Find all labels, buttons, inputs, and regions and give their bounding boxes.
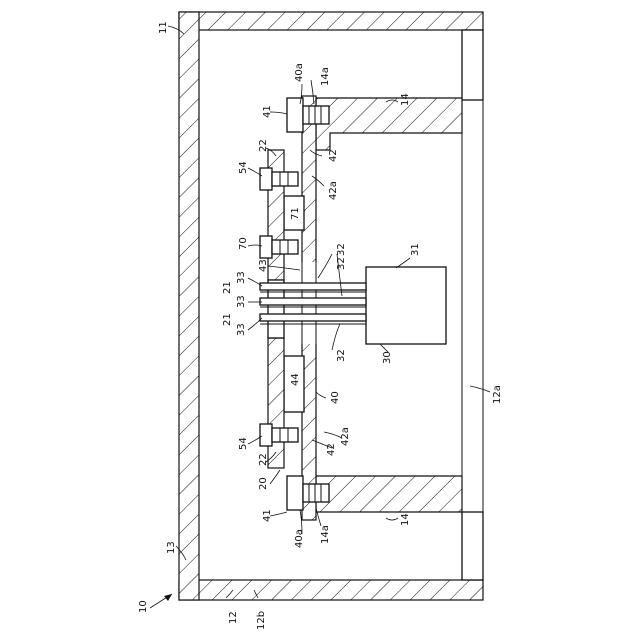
screw-head-bottom [287,476,303,510]
board-20 [268,150,284,468]
label-32-b: 32 [336,257,347,270]
label-33-b: 33 [236,295,247,308]
label-14a-top: 14a [320,67,331,86]
housing-bottom-wall [179,580,483,600]
screw70-shank [272,240,298,254]
label-20: 20 [258,477,269,490]
label-71: 71 [290,207,301,220]
label-42-bottom: 42 [326,443,337,456]
label-12b: 12b [256,611,267,630]
lead-1 [260,283,366,290]
label-54-bottom: 54 [238,437,249,450]
screw54-bottom-head [260,424,272,446]
label-33-a: 33 [236,271,247,284]
component-30 [260,267,446,344]
arrow-10 [150,594,172,608]
label-14-top: 14 [400,93,411,106]
label-40a-bottom: 40a [294,529,305,548]
component-body [366,267,446,344]
housing-right-wall-top [462,30,483,100]
label-14-bottom: 14 [400,513,411,526]
label-70: 70 [238,237,249,250]
label-44: 44 [290,373,301,386]
label-42-top: 42 [328,149,339,162]
label-42a-bottom: 42a [340,427,351,446]
housing-left-wall [179,12,199,600]
label-43: 43 [258,259,269,272]
bracket-40 [284,96,317,520]
label-40a-top: 40a [294,63,305,82]
screw54-top-head [260,168,272,190]
label-21-a: 21 [222,281,233,294]
label-22-top: 22 [258,139,269,152]
label-40: 40 [330,391,341,404]
rib-top [316,98,462,150]
label-42a-top: 42a [328,181,339,200]
housing-top-wall [179,12,483,30]
label-12a: 12a [492,385,503,404]
rib-bottom [316,476,462,512]
label-54-top: 54 [238,161,249,174]
label-32-a: 32 [336,243,347,256]
screw-shank-top [303,106,329,124]
label-32-c: 32 [336,349,347,362]
label-14a-bottom: 14a [320,525,331,544]
label-12: 12 [228,611,239,624]
screw-shank-bottom [303,484,329,502]
label-41-top: 41 [262,105,273,118]
label-41-bottom: 41 [262,509,273,522]
label-30: 30 [382,351,393,364]
screw70-head [260,236,272,258]
label-11: 11 [158,21,169,34]
label-10: 10 [138,600,149,613]
label-13: 13 [166,541,177,554]
screw54-top-shank [272,172,298,186]
label-21-b: 21 [222,313,233,326]
label-22-bottom: 22 [258,453,269,466]
housing-right-wall-bottom [462,512,483,580]
label-31: 31 [410,243,421,256]
screw54-bottom-shank [272,428,298,442]
lead-2 [260,298,366,305]
board-lower [268,338,284,468]
lead-3 [260,314,366,321]
label-33-c: 33 [236,323,247,336]
